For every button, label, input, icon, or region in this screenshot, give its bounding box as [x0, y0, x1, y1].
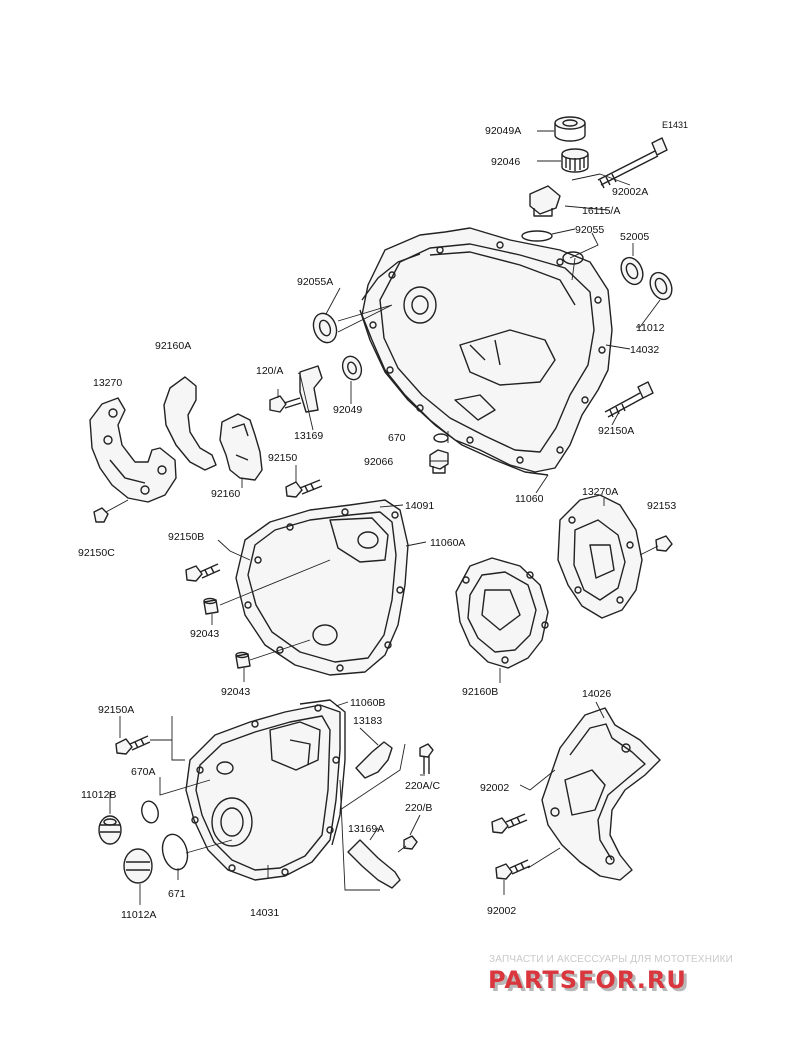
label-92066: 92066 — [364, 456, 393, 468]
bolt-92150a-left — [115, 735, 151, 755]
label-670: 670 — [388, 432, 406, 444]
bolt-92150a-right — [604, 381, 654, 418]
oil-seal-52005 — [620, 256, 644, 286]
o-ring-92055 — [521, 230, 553, 242]
bushing-92049a — [554, 116, 586, 142]
label-13270a: 13270A — [582, 486, 618, 498]
label-92150c: 92150C — [78, 547, 115, 559]
label-92055a: 92055A — [297, 276, 333, 288]
label-11060b: 11060B — [350, 697, 385, 709]
label-92153: 92153 — [647, 500, 676, 512]
label-52005: 52005 — [620, 231, 649, 243]
label-92055: 92055 — [575, 224, 604, 236]
label-13169a: 13169A — [348, 823, 384, 835]
label-13169: 13169 — [294, 430, 323, 442]
label-92002-upper: 92002 — [480, 782, 509, 794]
gasket-11060 — [359, 253, 549, 476]
guide-92160a — [163, 376, 217, 471]
leader-lines — [109, 130, 661, 905]
inner-cover-14091 — [235, 499, 409, 676]
o-ring-671 — [161, 833, 189, 871]
label-92150: 92150 — [268, 452, 297, 464]
label-11012a: 11012A — [121, 909, 156, 921]
bracket-13169a — [347, 839, 401, 889]
label-13270: 13270 — [93, 377, 122, 389]
generator-cover-14031 — [185, 704, 341, 881]
label-11060a: 11060A — [430, 537, 465, 549]
cover-13270 — [89, 397, 177, 503]
oil-seal-11012 — [649, 271, 673, 301]
bolt-92150b — [185, 563, 221, 582]
label-92049a: 92049A — [485, 125, 521, 137]
cap-16115a — [529, 185, 561, 217]
oil-seal-92055a — [312, 312, 338, 344]
watermark-logo-shadow: PARTSFOR.RU — [491, 969, 690, 997]
label-220b: 220/B — [405, 802, 432, 814]
label-120a: 120/A — [256, 365, 283, 377]
oil-seal-92049 — [341, 355, 363, 381]
label-92160b: 92160B — [462, 686, 498, 698]
label-671: 671 — [168, 888, 186, 900]
label-92160a: 92160A — [155, 340, 191, 352]
dowel-92043-lower — [235, 651, 251, 669]
label-92160: 92160 — [211, 488, 240, 500]
cover-13270a — [557, 494, 643, 619]
bolt-92002-upper — [491, 813, 528, 834]
bolt-92153 — [639, 535, 673, 556]
clutch-cover-14032 — [361, 227, 613, 473]
label-11060: 11060 — [515, 493, 544, 505]
label-14032: 14032 — [630, 344, 659, 356]
bolt-220ac — [419, 743, 434, 774]
bolt-92002-lower — [495, 859, 531, 880]
needle-bearing-92046 — [561, 148, 589, 173]
label-11012: 11012 — [636, 322, 665, 334]
label-670a: 670A — [131, 766, 156, 778]
label-16115a: 16115/A — [582, 205, 620, 217]
guide-92160 — [219, 413, 263, 481]
plug-92066 — [429, 449, 449, 474]
dowel-92043-upper — [203, 597, 219, 615]
label-14091: 14091 — [405, 500, 434, 512]
o-ring-670 — [433, 433, 449, 443]
label-220ac: 220A/C — [405, 780, 440, 792]
label-14031: 14031 — [250, 907, 279, 919]
diagram-code: E1431 — [662, 120, 688, 130]
part-labels: E1431 92049A 92046 92002A 16115/A 92055 … — [78, 120, 688, 921]
gasket-11060b — [299, 699, 346, 846]
bolt-220b — [397, 835, 418, 853]
label-92002a: 92002A — [612, 186, 648, 198]
watermark-logo: PARTSFOR.RU — [488, 966, 687, 994]
label-92043-upper: 92043 — [190, 628, 219, 640]
label-92150a-left: 92150A — [98, 704, 134, 716]
bolt-120a — [269, 395, 302, 413]
label-92150b: 92150B — [168, 531, 204, 543]
bracket-13169 — [299, 365, 323, 413]
label-11012b: 11012B — [81, 789, 116, 801]
guide-92160b — [455, 557, 549, 669]
o-ring-670a — [141, 800, 159, 824]
plug-11012a — [123, 848, 153, 884]
watermark-tagline: ЗАПЧАСТИ И АКСЕССУАРЫ ДЛЯ МОТОТЕХНИКИ — [489, 954, 733, 965]
bolt-92002a — [597, 137, 668, 189]
label-14026: 14026 — [582, 688, 611, 700]
label-92150a-right: 92150A — [598, 425, 634, 437]
label-92002-lower: 92002 — [487, 905, 516, 917]
sprocket-cover-14026 — [541, 707, 661, 881]
watermark: ЗАПЧАСТИ И АКСЕССУАРЫ ДЛЯ МОТОТЕХНИКИ PA… — [488, 954, 733, 997]
bolt-92150c — [93, 499, 129, 523]
label-92046: 92046 — [491, 156, 520, 168]
label-13183: 13183 — [353, 715, 382, 727]
bracket-13183 — [355, 741, 393, 779]
label-92043-lower: 92043 — [221, 686, 250, 698]
label-92049: 92049 — [333, 404, 362, 416]
plug-11012b — [98, 815, 122, 845]
bolt-92150 — [285, 479, 323, 498]
